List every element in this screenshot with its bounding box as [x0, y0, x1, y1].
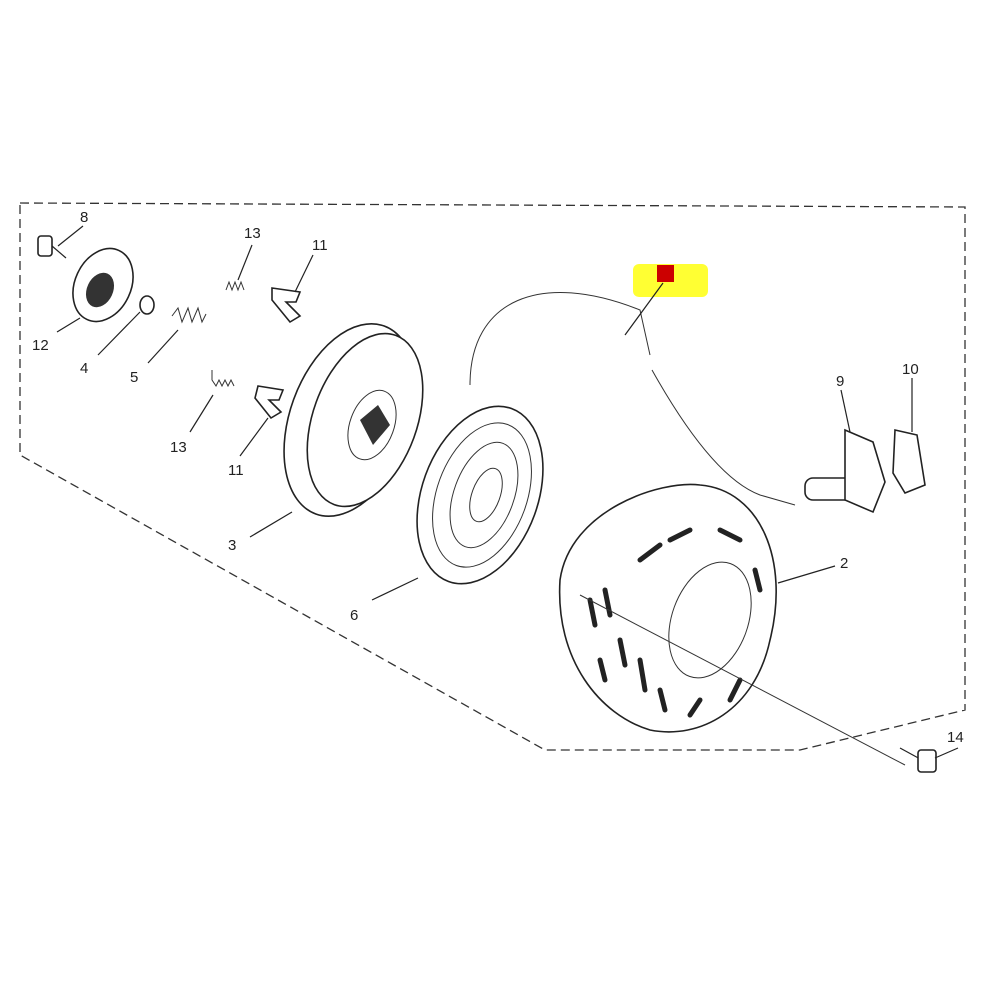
assembly-axis-line [579, 594, 906, 766]
callout-13-top: 13 [244, 225, 261, 242]
part-2-starter-case [558, 483, 777, 733]
callout-8: 8 [80, 209, 88, 226]
callout-5: 5 [130, 369, 138, 386]
part-14-bolt [899, 747, 937, 773]
part-11-pawl-bottom [254, 385, 285, 420]
leader-lines [56, 225, 959, 759]
callout-11-top: 11 [312, 237, 328, 254]
part-5-spring [171, 306, 207, 324]
part-3-reel [283, 323, 424, 517]
part-13-spring-top [225, 280, 245, 292]
callout-13-bottom: 13 [170, 439, 187, 456]
part-6-recoil-spring [416, 405, 544, 585]
part-12-ratchet [72, 247, 134, 323]
part-7-rope-lower [651, 369, 796, 506]
callout-12: 12 [32, 337, 49, 354]
part-10-handle-insert [892, 429, 926, 494]
callout-4: 4 [80, 360, 88, 377]
part-8-screw [37, 235, 67, 259]
callout-2: 2 [840, 555, 848, 572]
callout-10: 10 [902, 361, 919, 378]
callout-7: 7 [661, 270, 667, 282]
part-4-washer [139, 295, 155, 315]
part-11-pawl-top [271, 287, 302, 324]
callout-3: 3 [228, 537, 236, 554]
callout-14: 14 [947, 729, 964, 746]
highlight-marker [657, 265, 674, 282]
part-9-handle [804, 428, 886, 514]
part-13-spring-bottom [211, 370, 235, 388]
callout-11-bottom: 11 [228, 462, 244, 479]
callout-9: 9 [836, 373, 844, 390]
part-7-rope-upper [469, 291, 651, 386]
assembly-boundary [19, 202, 966, 751]
callout-6: 6 [350, 607, 358, 624]
